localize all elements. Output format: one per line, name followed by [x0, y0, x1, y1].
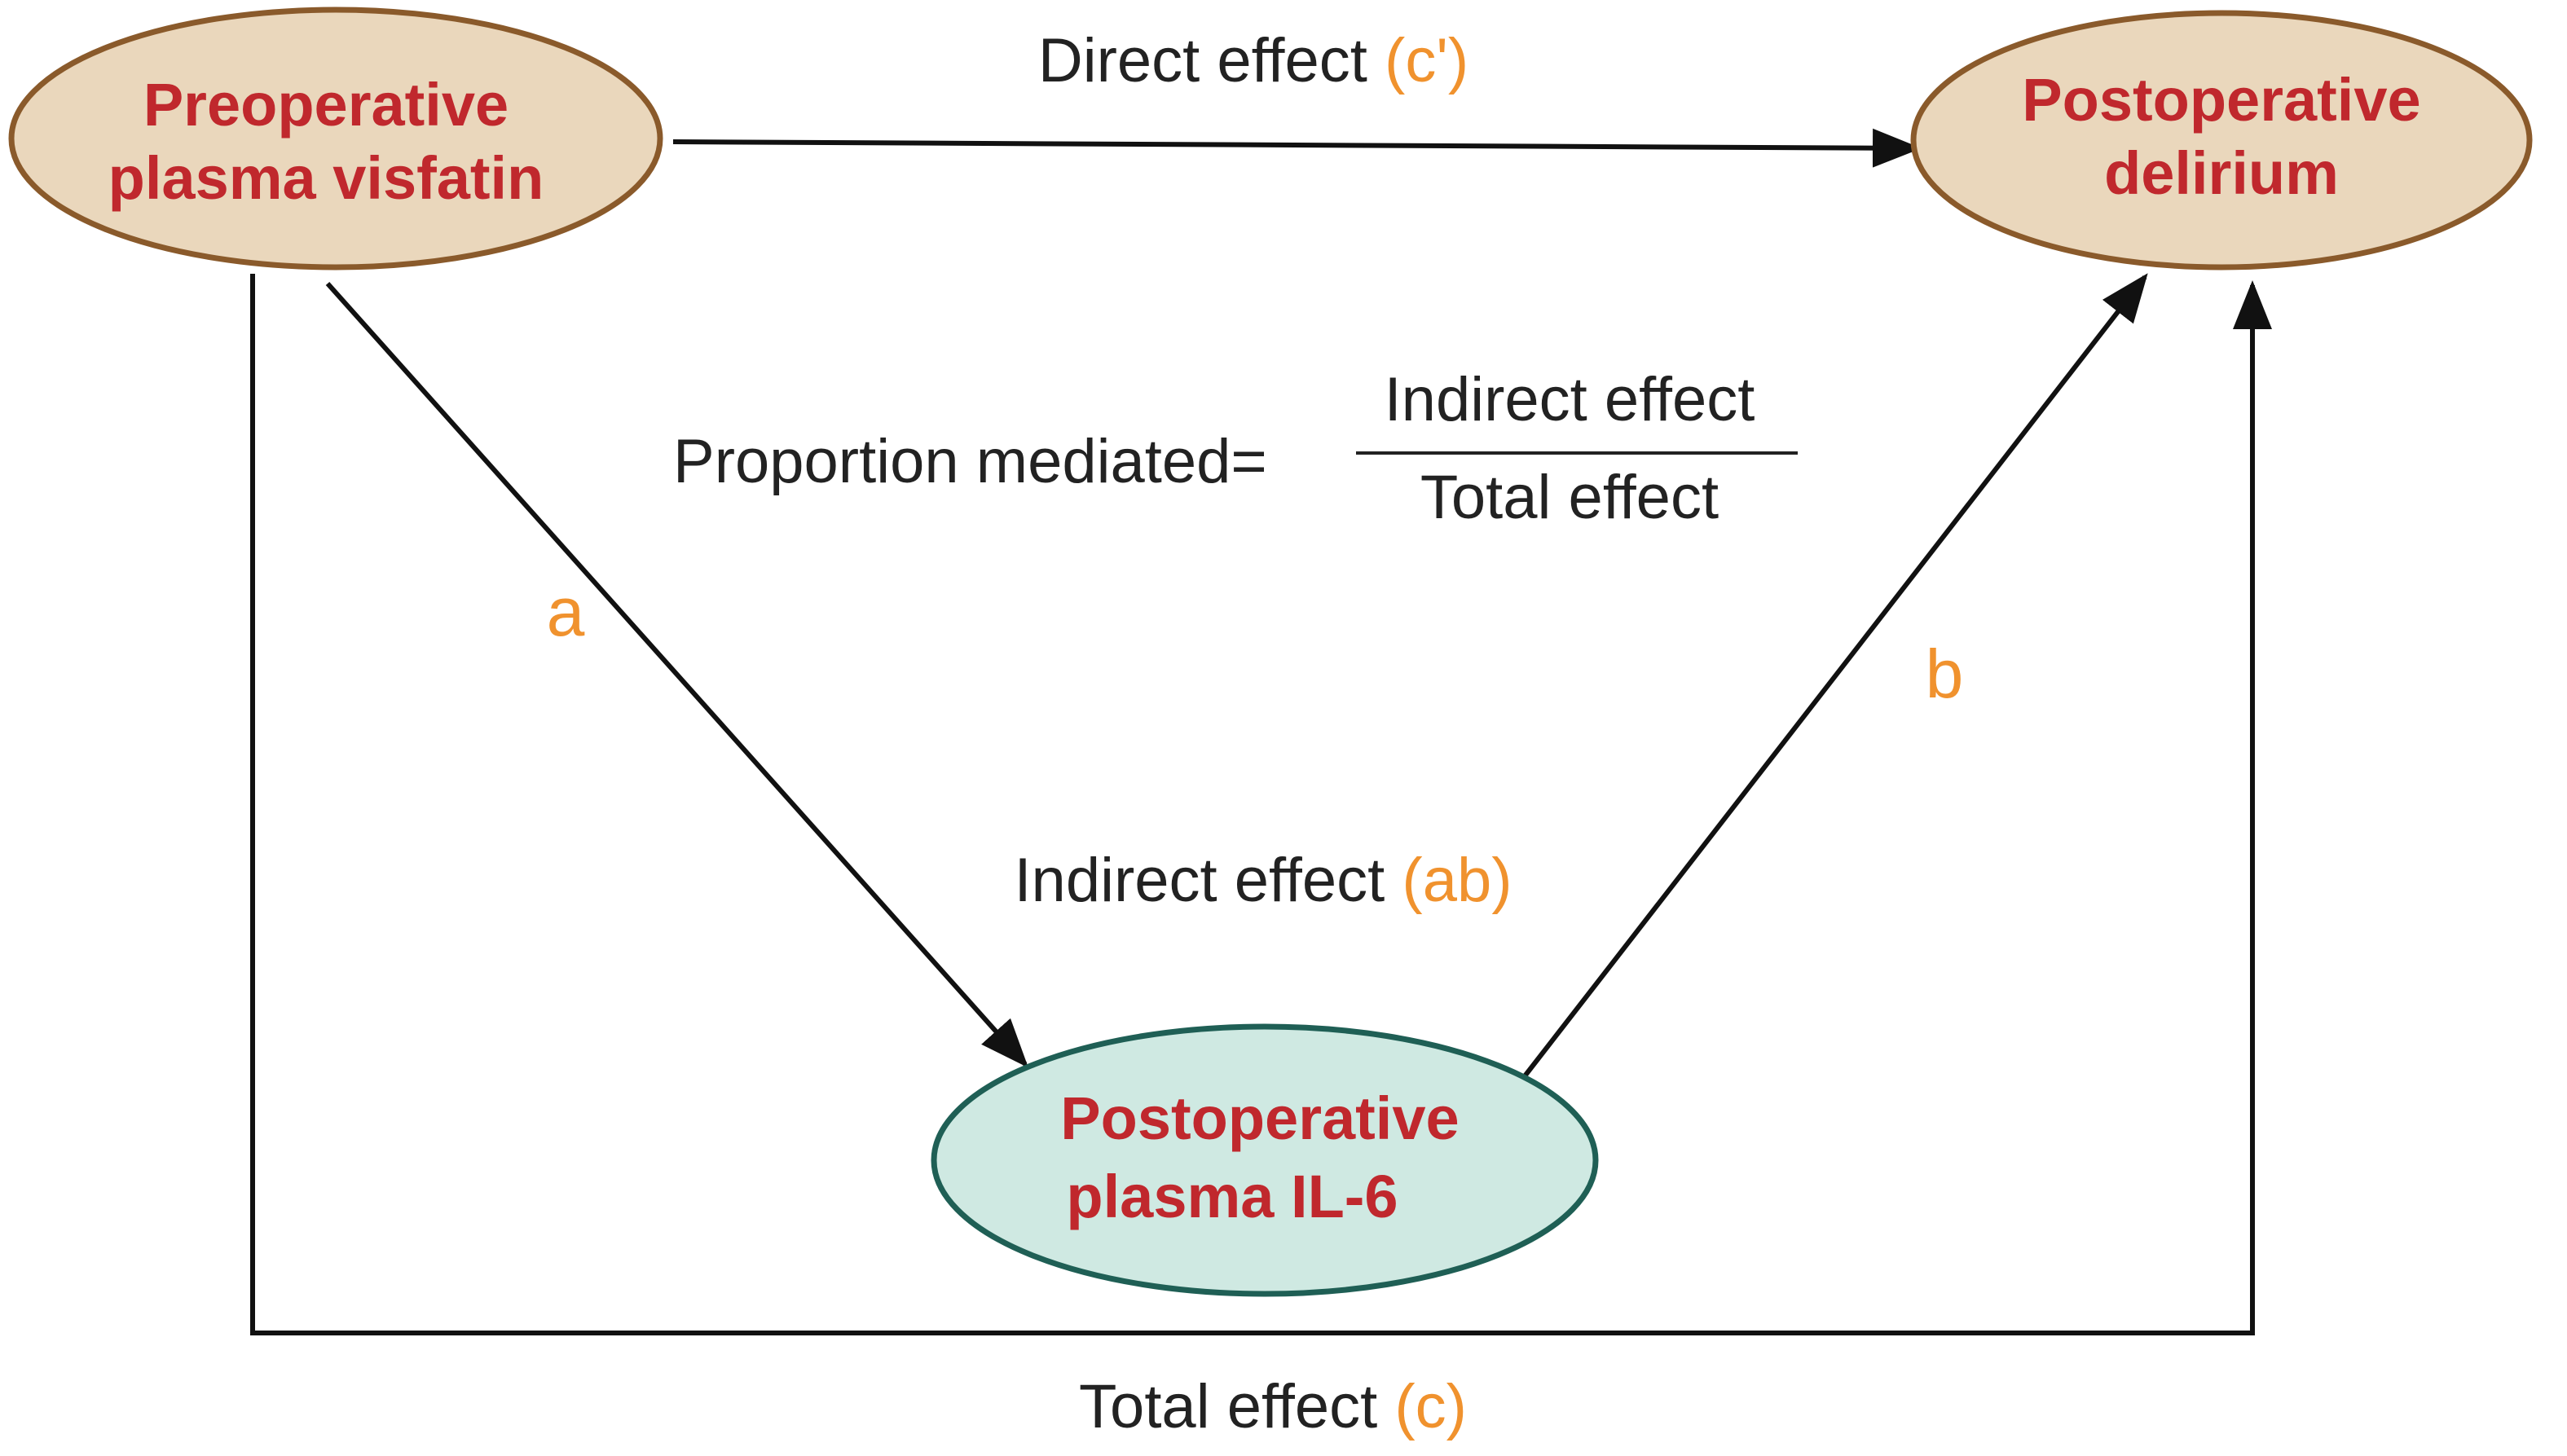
path-a-arrow [325, 282, 1028, 1068]
exposure-label-line2: plasma visfatin [108, 144, 544, 212]
direct-effect-arrow [672, 128, 1922, 168]
path-a-label: a [547, 574, 585, 650]
outcome-label-line1: Postoperative [2022, 66, 2420, 134]
direct-effect-coef: (c') [1385, 26, 1468, 95]
total-effect-coef: (c) [1394, 1372, 1467, 1441]
formula-lhs: Proportion mediated= [673, 427, 1267, 496]
path-b-arrow [1521, 273, 2148, 1079]
direct-effect-label: Direct effect (c') [1038, 26, 1468, 95]
proportion-formula: Proportion mediated= Indirect effect Tot… [673, 365, 1798, 532]
mediator-ellipse [931, 1023, 1599, 1297]
outcome-label-line2: delirium [2104, 139, 2339, 207]
indirect-effect-text: Indirect effect [1014, 846, 1402, 915]
indirect-effect-coef: (ab) [1402, 846, 1512, 915]
outcome-ellipse [1910, 10, 2533, 271]
exposure-label-line1: Preoperative [143, 71, 509, 139]
direct-effect-text: Direct effect [1038, 26, 1385, 95]
indirect-effect-label: Indirect effect (ab) [1014, 846, 1512, 915]
outcome-node: Postoperative delirium [1910, 10, 2533, 271]
path-b-label: b [1926, 636, 1964, 712]
total-effect-label: Total effect (c) [1079, 1372, 1467, 1441]
exposure-ellipse [8, 7, 663, 271]
total-effect-arrow [250, 274, 2272, 1335]
total-effect-text: Total effect [1079, 1372, 1394, 1441]
exposure-node: Preoperative plasma visfatin [8, 7, 663, 271]
mediator-label-line2: plasma IL-6 [1066, 1163, 1398, 1230]
mediator-label-line1: Postoperative [1060, 1084, 1459, 1152]
formula-denominator: Total effect [1420, 463, 1719, 532]
formula-numerator: Indirect effect [1385, 365, 1755, 434]
mediator-node: Postoperative plasma IL-6 [931, 1023, 1599, 1297]
